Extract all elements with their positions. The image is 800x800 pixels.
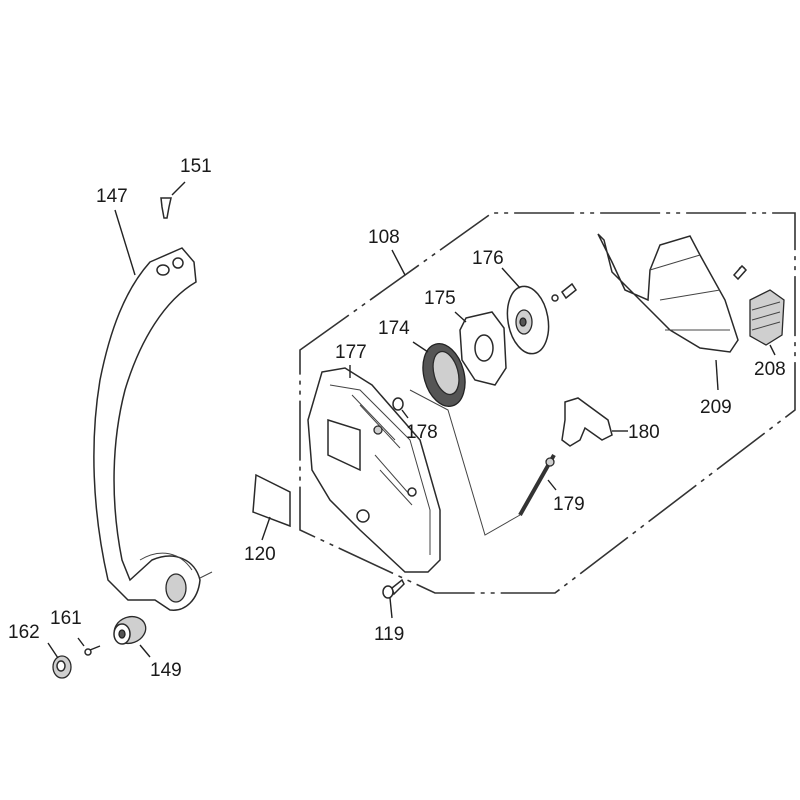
label-176: 176 [472, 248, 504, 269]
label-120: 120 [244, 544, 276, 565]
label-177: 177 [335, 342, 367, 363]
label-208: 208 [754, 359, 786, 380]
label-151: 151 [180, 156, 212, 177]
label-179: 179 [553, 494, 585, 515]
part-161-screw [77, 637, 101, 656]
part-180-tensioner-slider [561, 397, 628, 447]
part-209-muffler-guard [597, 233, 748, 391]
label-162: 162 [8, 622, 40, 643]
leader-108 [391, 249, 406, 276]
part-119-screw [382, 578, 405, 619]
part-162-nut [47, 642, 72, 679]
part-147-handle-bar [93, 247, 213, 611]
label-175: 175 [424, 288, 456, 309]
label-149: 149 [150, 660, 182, 681]
label-178: 178 [406, 422, 438, 443]
part-179-tensioner-screw [518, 454, 557, 516]
part-178-nut [392, 389, 521, 536]
part-176-clutch-drum [501, 267, 578, 355]
assembly-108-boundary [299, 212, 796, 594]
label-147: 147 [96, 186, 128, 207]
label-161: 161 [50, 608, 82, 629]
label-209: 209 [700, 397, 732, 418]
label-108: 108 [368, 227, 400, 248]
part-177-side-cover [307, 365, 441, 573]
leader-147 [114, 209, 136, 276]
label-180: 180 [628, 422, 660, 443]
part-151-screw [160, 181, 186, 219]
label-119: 119 [374, 624, 404, 645]
label-174: 174 [378, 318, 410, 339]
part-208-spark-arrestor [749, 289, 785, 356]
part-149-damper [113, 615, 151, 658]
part-174-pulley [412, 341, 466, 407]
part-120-decal [252, 473, 291, 541]
part-175-washer-plate [454, 311, 507, 386]
